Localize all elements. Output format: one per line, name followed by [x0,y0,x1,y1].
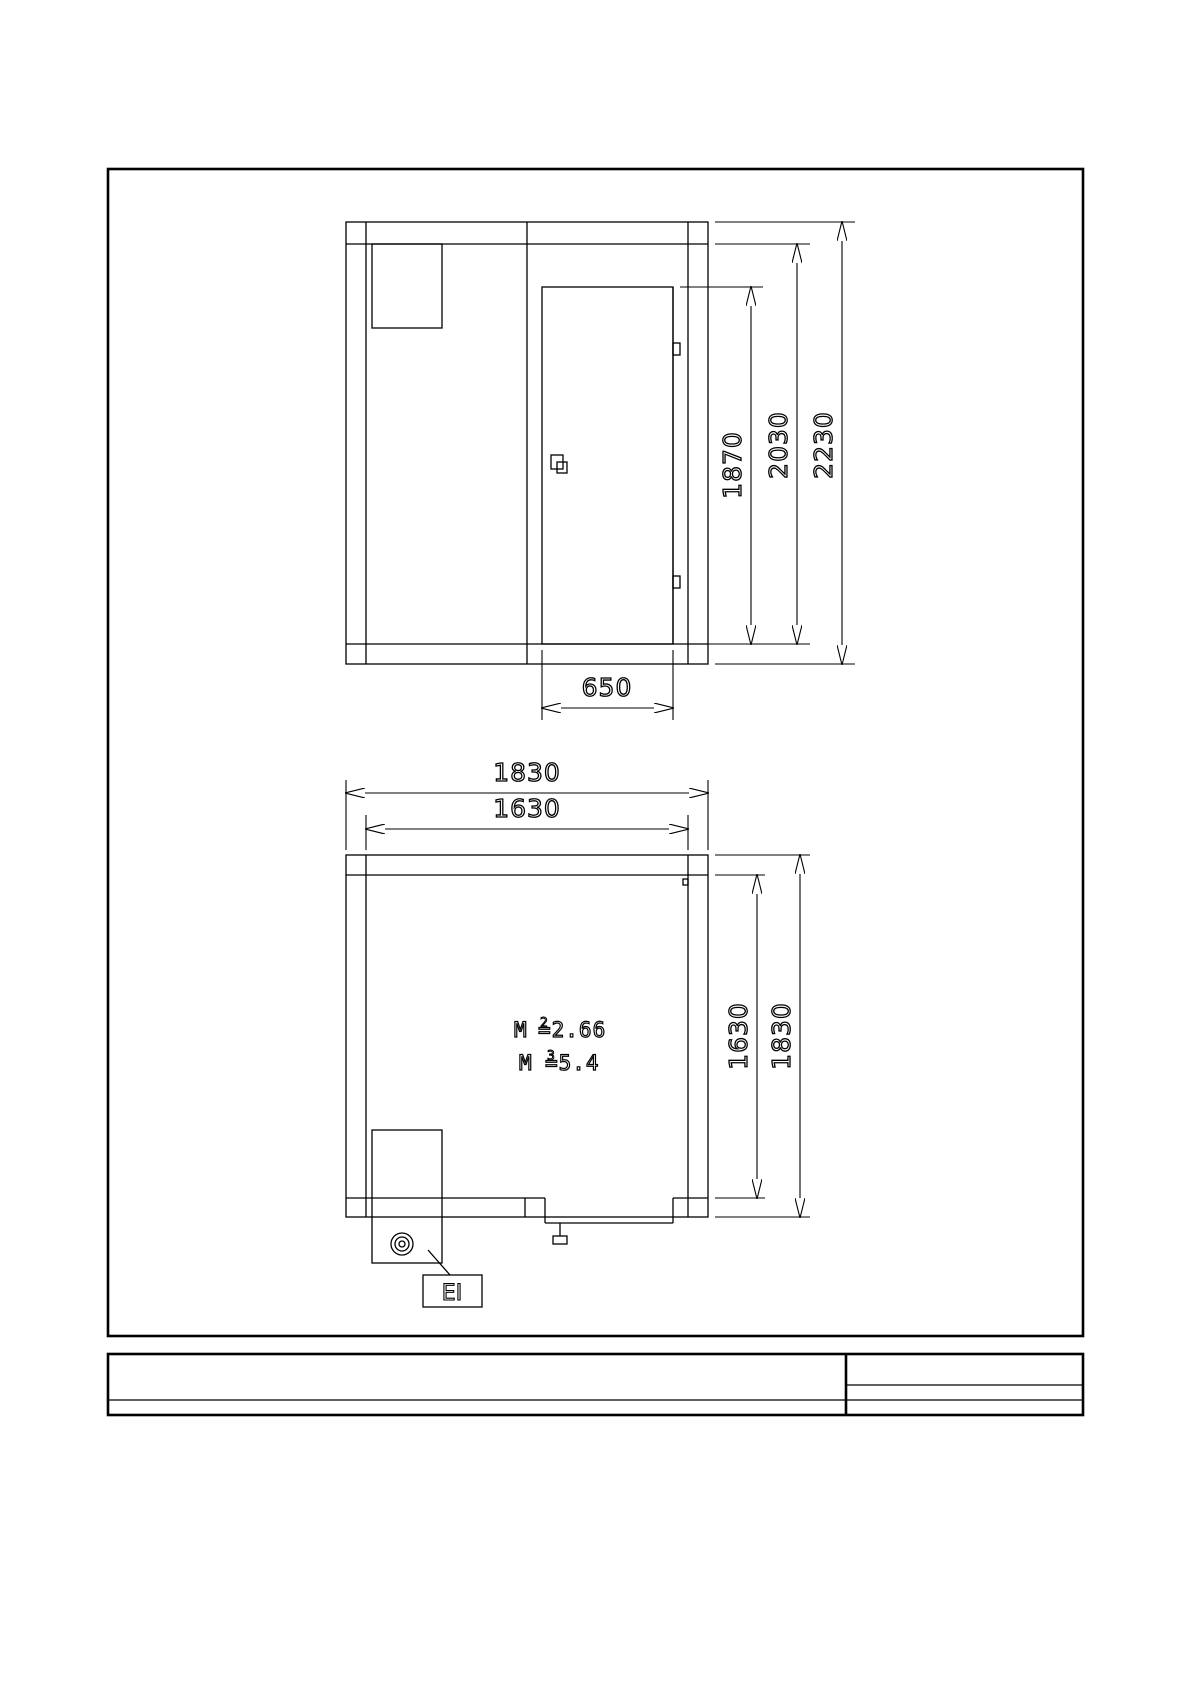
area-value: =2.66 [538,1018,606,1042]
door-hinge-bottom [673,576,680,588]
title-block [108,1354,1083,1415]
dim-650: 650 [582,673,633,702]
plan-door-handle [553,1236,567,1244]
dim-1630-width: 1630 [493,794,561,823]
front-view [346,222,708,664]
door-hinge-top [673,343,680,355]
front-dimensions: 1870 2030 2230 650 [542,222,855,720]
plan-width-dimensions: 1830 1630 [346,758,708,850]
dim-1830-depth: 1830 [767,1002,796,1070]
tag-label: EI [442,1281,462,1306]
dim-2030: 2030 [764,411,793,479]
area-prefix: M [514,1018,528,1042]
dim-1870: 1870 [718,431,747,499]
plan-equipment-box [372,1130,442,1263]
front-window-panel [372,244,442,328]
equipment-symbol [391,1233,413,1255]
dim-2230: 2230 [809,411,838,479]
volume-prefix: M [519,1051,533,1075]
plan-view: EI M 2 =2.66 M 3 =5.4 [346,855,708,1307]
drawing-border [108,169,1083,1336]
front-door [542,287,673,644]
dim-1830-width: 1830 [493,758,561,787]
volume-value: =5.4 [545,1051,600,1075]
dim-1630-depth: 1630 [724,1002,753,1070]
plan-corner-marker [683,879,688,885]
plan-depth-dimensions: 1630 1830 [715,855,810,1217]
